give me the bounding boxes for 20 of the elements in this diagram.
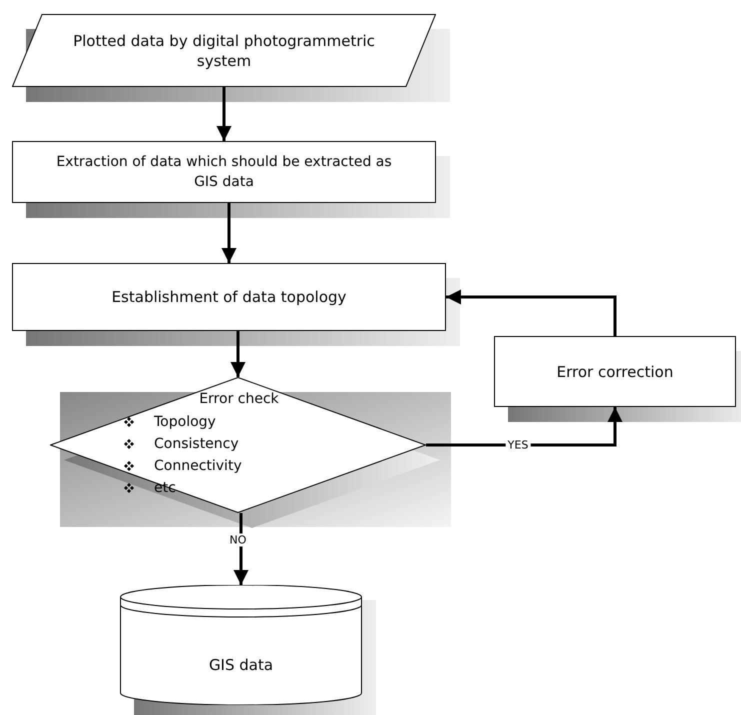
arrow xyxy=(230,331,246,377)
node-label: Plotted data by digital photogrammetric system xyxy=(72,30,376,70)
process-box xyxy=(12,141,436,203)
node-label: Establishment of data topology xyxy=(112,287,346,307)
edge-label: YES xyxy=(506,438,530,452)
arrow xyxy=(216,87,232,141)
process-box xyxy=(12,263,446,331)
arrow xyxy=(426,407,622,446)
node-label: GIS data xyxy=(208,655,274,675)
node-label: Error correction xyxy=(556,362,674,382)
node-label: Extraction of data which should be extracted as GIS data xyxy=(55,153,393,192)
process-box xyxy=(494,336,736,407)
edge-label: NO xyxy=(228,534,248,546)
arrow xyxy=(446,290,616,336)
list-item: Topology xyxy=(154,413,216,432)
arrow xyxy=(234,513,248,585)
list-item: Connectivity xyxy=(154,457,242,476)
arrow xyxy=(222,203,236,263)
list-item: Consistency xyxy=(154,435,239,454)
decision-title: Error check xyxy=(198,390,280,409)
